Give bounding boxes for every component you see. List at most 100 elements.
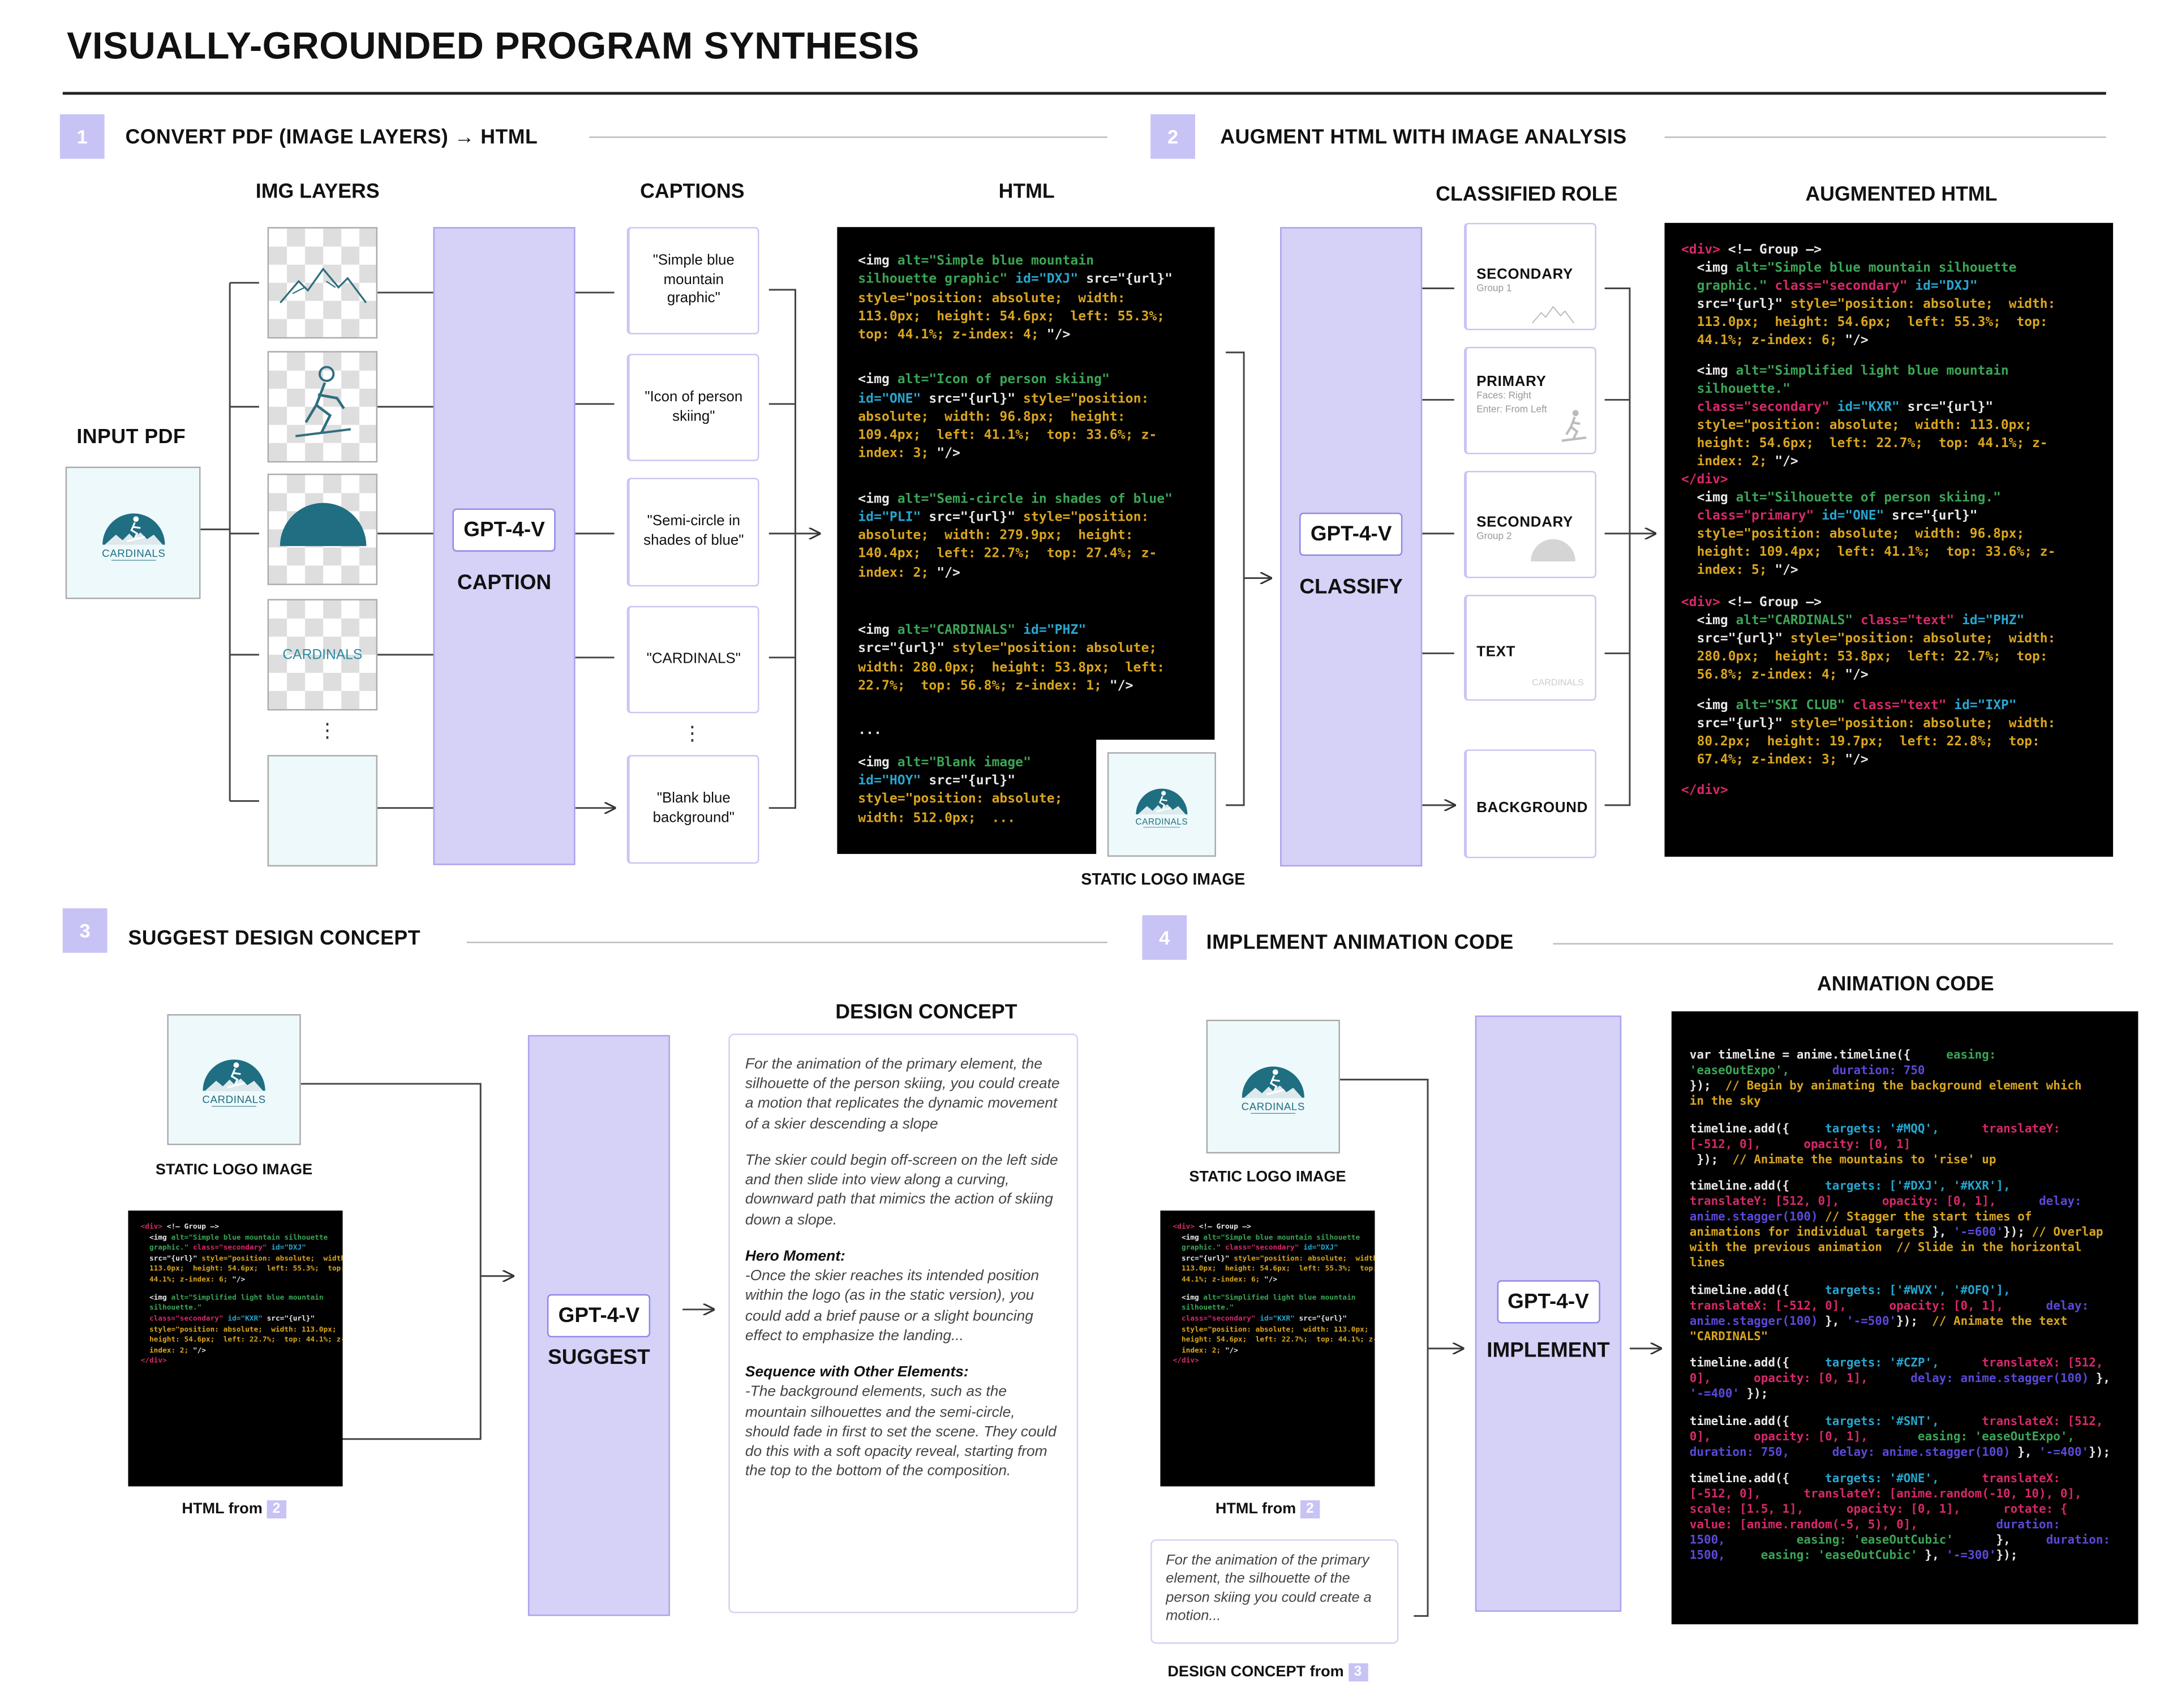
section-2-title: AUGMENT HTML WITH IMAGE ANALYSIS bbox=[1220, 126, 1627, 149]
cardinals-logo-icon bbox=[78, 499, 189, 566]
code-line: <img alt="Simple blue mountain bbox=[858, 252, 1214, 271]
input-pdf-label: INPUT PDF bbox=[76, 426, 186, 449]
code-line: index: 3; "/> bbox=[858, 445, 1214, 464]
input-pdf bbox=[65, 466, 201, 599]
code-line bbox=[858, 595, 1214, 608]
code-token: "/> bbox=[1845, 752, 1869, 768]
code-token: }); bbox=[1896, 1314, 1932, 1329]
code-line bbox=[858, 345, 1214, 358]
concept-paragraph: The skier could begin off-screen on the … bbox=[745, 1152, 1058, 1229]
code-line: 113.0px; height: 54.6px; left: 55.3%; to… bbox=[1681, 314, 2113, 332]
code-token: style="position: absolute; width: bbox=[1783, 297, 2056, 312]
ellipsis: ⋮ bbox=[682, 722, 702, 744]
code-token: '-=300' bbox=[1939, 1549, 1996, 1563]
code-line bbox=[858, 608, 1214, 621]
code-token: // Begin by animating the background ele… bbox=[1725, 1079, 2082, 1094]
concept-paragraph: -Once the skier reaches its intended pos… bbox=[745, 1268, 1040, 1344]
caption-card: "Semi-circle in shades of blue" bbox=[626, 478, 759, 587]
code-token: var timeline = anime.timeline({ bbox=[1689, 1049, 1947, 1063]
cardinals-logo-icon bbox=[178, 1046, 290, 1113]
code-token: anime.stagger(100) bbox=[1689, 1211, 1818, 1225]
code-line bbox=[1690, 1168, 2138, 1180]
code-token: <img bbox=[858, 754, 897, 770]
code-token: style="position: absolute; bbox=[944, 641, 1157, 657]
code-token: </div> bbox=[140, 1357, 167, 1366]
code-line: silhouette graphic" id="DXJ" src="{url}" bbox=[858, 271, 1214, 289]
code-token: src="{url}" bbox=[921, 509, 1016, 525]
static-logo-image bbox=[1107, 752, 1216, 857]
code-line: 113.0px; height: 54.6px; left: 55.3%; to… bbox=[141, 1265, 343, 1276]
code-token: 56.8%; z-index: 4; bbox=[1681, 667, 1845, 683]
code-token: <img bbox=[1681, 364, 1736, 380]
code-line: width: 280.0px; height: 53.8px; left: bbox=[858, 659, 1214, 677]
code-line bbox=[1681, 684, 2113, 697]
code-token: silhouette graphic" bbox=[858, 272, 1008, 287]
code-line bbox=[1173, 1286, 1375, 1294]
code-token: id="PLI" bbox=[858, 509, 921, 525]
code-line: 44.1%; z-index: 6; "/> bbox=[141, 1276, 343, 1287]
code-token: <img bbox=[858, 491, 897, 507]
code-line: <img alt="Simple blue mountain silhouett… bbox=[141, 1234, 343, 1244]
code-token: style="position: absolute; width: bbox=[1783, 630, 2056, 646]
code-token: id="HOY" bbox=[858, 773, 921, 789]
code-token: id="IXP" bbox=[1946, 697, 2017, 714]
html-heading: HTML bbox=[998, 181, 1055, 204]
code-token: id="KXR" bbox=[1255, 1315, 1295, 1324]
section-divider bbox=[589, 136, 1107, 138]
code-token: "/> bbox=[1775, 563, 1798, 579]
code-token: silhouette." bbox=[1173, 1304, 1234, 1313]
code-line: 140.4px; left: 22.7%; top: 27.4%; z- bbox=[858, 545, 1214, 564]
code-token: <img bbox=[1681, 491, 1736, 507]
code-line: silhouette." bbox=[1173, 1304, 1375, 1315]
code-token: width: 512.0px; ... bbox=[858, 810, 1016, 826]
code-token: 113.0px; height: 54.6px; left: 55.3%; bbox=[858, 309, 1165, 325]
code-token: src="{url}" bbox=[1884, 509, 1978, 525]
code-line: <img alt="Semi-circle in shades of blue" bbox=[858, 490, 1214, 508]
code-line: <img alt="Simplified light blue mountain bbox=[141, 1294, 343, 1304]
section-divider bbox=[1553, 943, 2114, 945]
section-1-badge: 1 bbox=[59, 114, 105, 159]
code-token: silhouette." bbox=[140, 1304, 202, 1313]
code-line: 113.0px; height: 54.6px; left: 55.3%; to… bbox=[1173, 1265, 1375, 1276]
code-line bbox=[1690, 1345, 2138, 1357]
classify-process: GPT-4-V CLASSIFY bbox=[1280, 227, 1423, 867]
code-line: 56.8%; z-index: 4; "/> bbox=[1681, 666, 2113, 684]
code-token: delay: bbox=[2003, 1299, 2089, 1313]
code-line: <img alt="Simplified light blue mountain bbox=[1173, 1294, 1375, 1304]
code-token: }, bbox=[1818, 1314, 1840, 1329]
code-token: 44.1%; z-index: 6; bbox=[1681, 333, 1845, 349]
code-token: 1500, bbox=[1689, 1534, 1725, 1548]
code-token: silhouette." bbox=[1681, 382, 1790, 398]
code-token: height: 54.6px; left: 22.7%; top: 44.1%;… bbox=[1173, 1336, 1375, 1345]
code-token: 22.7%; top: 56.8%; z-index: 1; bbox=[858, 678, 1110, 694]
code-line: id="PLI" src="{url}" style="position: bbox=[858, 508, 1214, 527]
code-line: width: 512.0px; ... bbox=[858, 809, 1214, 827]
code-token: easing: 'easeOutCubic' bbox=[1725, 1549, 1918, 1563]
code-token: id="DXJ" bbox=[267, 1244, 306, 1253]
code-token: <!— Group —> bbox=[162, 1223, 220, 1231]
code-token: "/> bbox=[1845, 667, 1869, 683]
step-ref-badge: 3 bbox=[1348, 1663, 1368, 1682]
code-line: graphic." class="secondary" id="DXJ" bbox=[1173, 1244, 1375, 1255]
code-token: }, bbox=[1917, 1549, 1939, 1563]
concept-paragraph: For the animation of the primary element… bbox=[745, 1055, 1060, 1132]
code-token: duration: 750 bbox=[1789, 1064, 1925, 1079]
code-line bbox=[858, 477, 1214, 490]
code-token: timeline.add({ bbox=[1689, 1472, 1826, 1487]
role-card-secondary-1: SECONDARY Group 1 bbox=[1464, 222, 1596, 331]
code-line: class="secondary" id="KXR" src="{url}" bbox=[1173, 1315, 1375, 1326]
code-line: translateX: [-512, 0], opacity: [0, 1], … bbox=[1690, 1299, 2138, 1314]
code-token: "/> bbox=[937, 565, 960, 581]
action-label: CLASSIFY bbox=[1299, 575, 1403, 599]
static-logo-label: STATIC LOGO IMAGE bbox=[1081, 872, 1246, 889]
code-line: [-512, 0], opacity: [0, 1] bbox=[1690, 1138, 2138, 1153]
implement-process: GPT-4-V IMPLEMENT bbox=[1475, 1015, 1622, 1612]
code-token: src="{url}" bbox=[921, 773, 1016, 789]
static-logo-image bbox=[167, 1014, 301, 1145]
code-token: 109.4px; left: 41.1%; top: 33.6%; z- bbox=[858, 428, 1157, 444]
code-line: 44.1%; z-index: 6; "/> bbox=[1173, 1276, 1375, 1287]
code-token: src="{url}" bbox=[1681, 297, 1783, 312]
